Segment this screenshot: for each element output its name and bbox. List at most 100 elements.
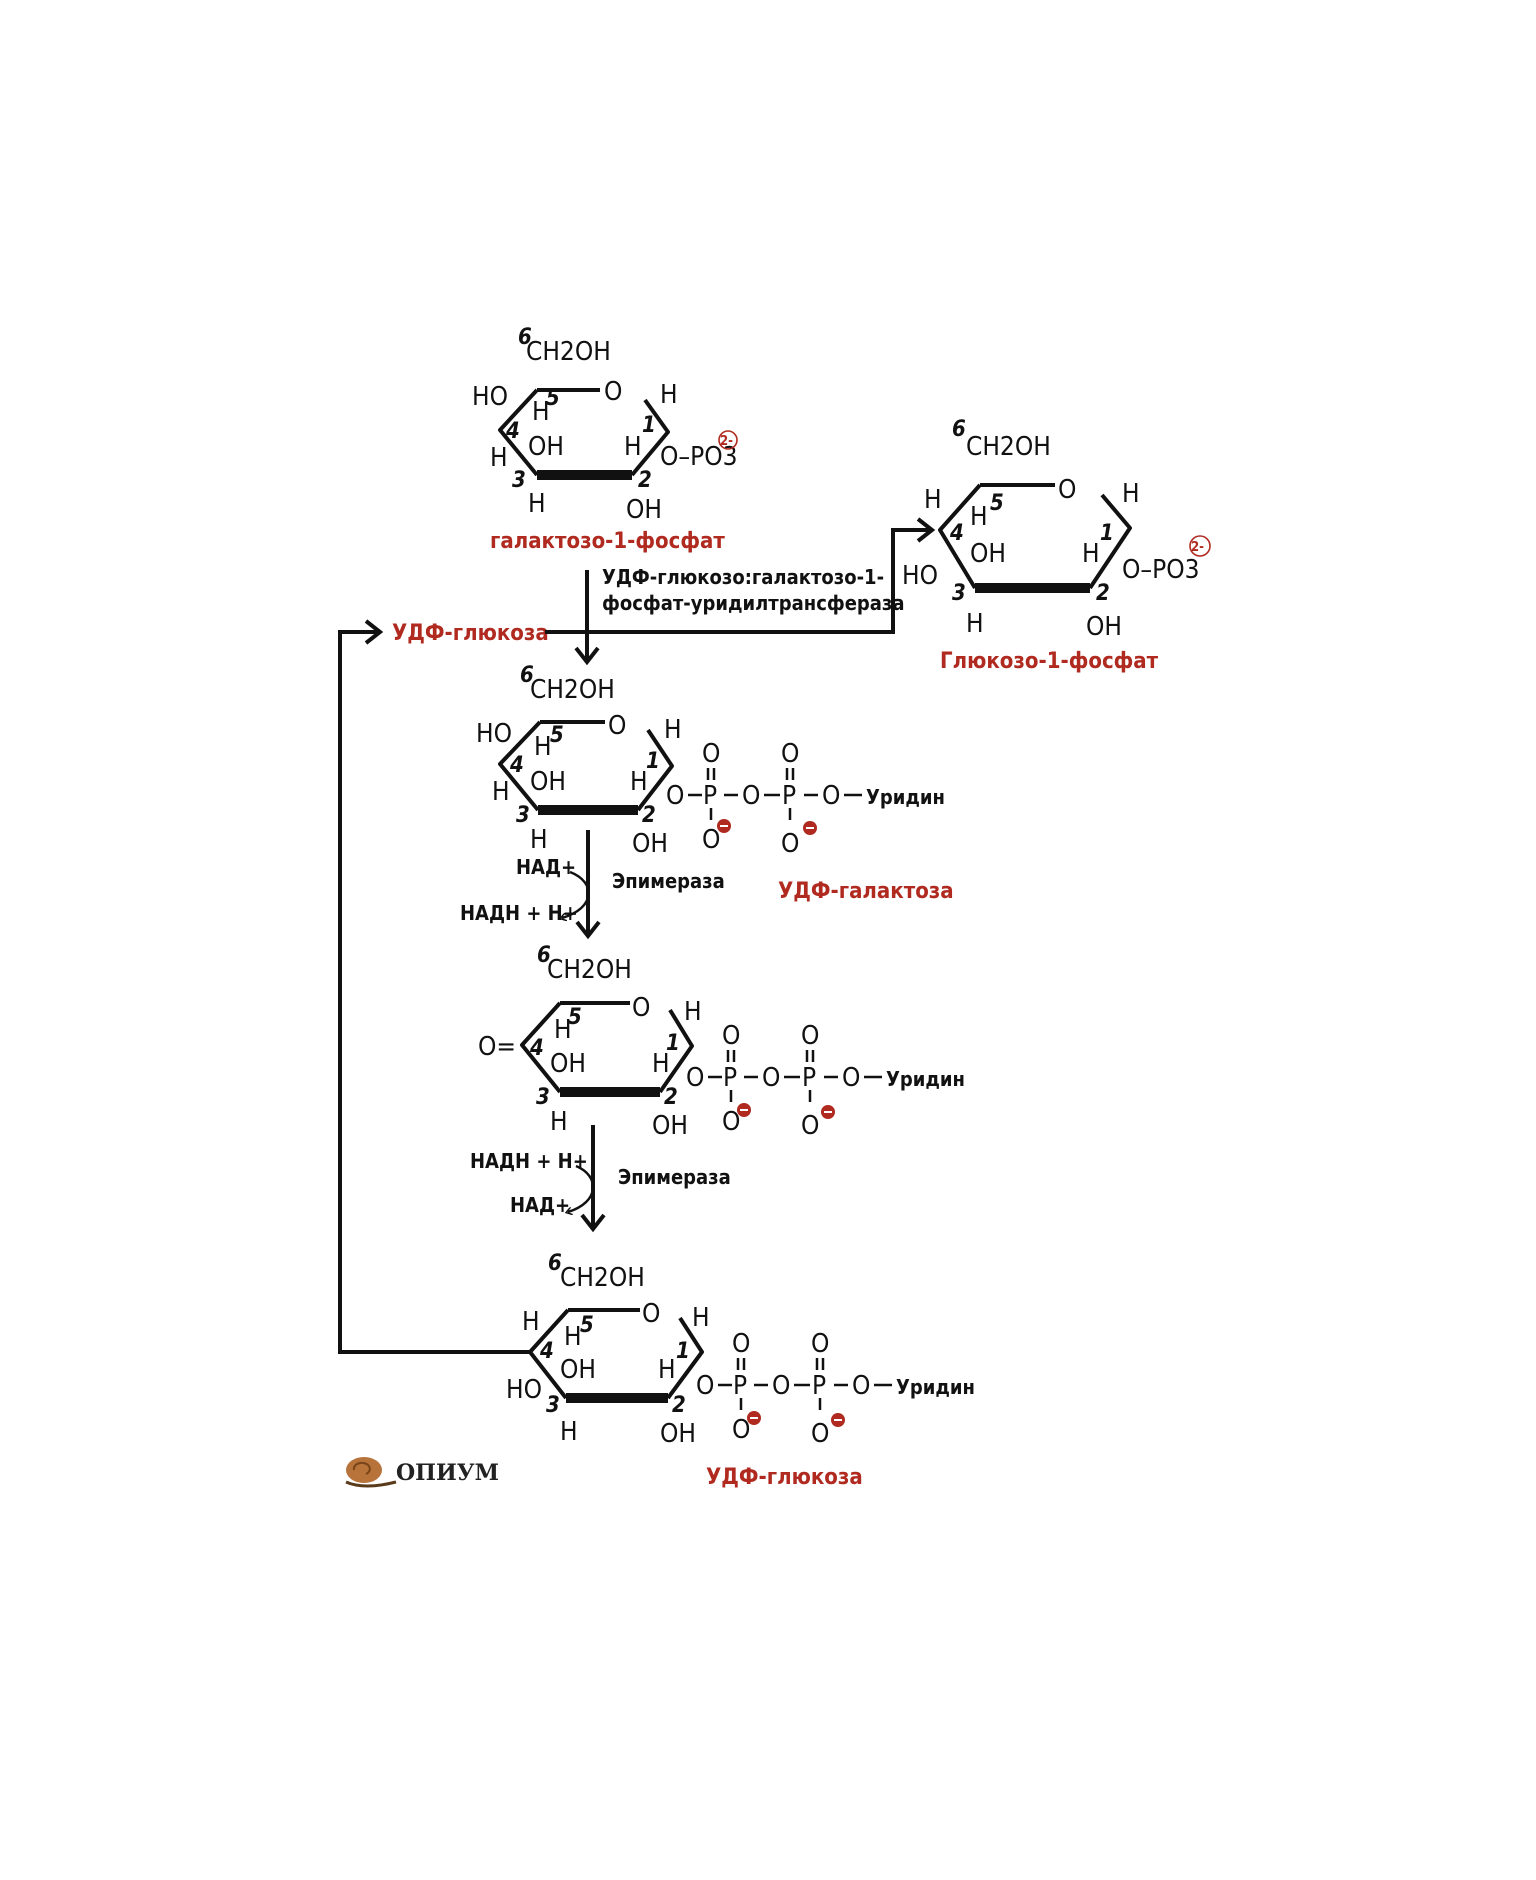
uridine-group: Уридин <box>886 1067 965 1091</box>
udp-galactose-label: УДФ-галактоза <box>778 879 954 904</box>
negative-charge-markers <box>717 819 845 1427</box>
c4-ho: HO <box>472 382 508 412</box>
snail-body <box>345 1480 397 1488</box>
c5-number: 5 <box>546 386 560 411</box>
uridine-group: Уридин <box>896 1375 975 1399</box>
c2-number: 2 <box>642 803 656 828</box>
ring-right-edge <box>1088 493 1132 590</box>
c4-number: 4 <box>505 419 520 444</box>
galactose-1-phosphate-label: галактозо-1-фосфат <box>490 529 725 554</box>
glycosidic-oxygen: O <box>666 781 684 811</box>
p2-oxygen-minus: O <box>801 1111 819 1141</box>
p1-double-oxygen: O <box>732 1329 750 1359</box>
c1-number: 1 <box>1100 521 1114 546</box>
udp-glucose-molecule: O 6 CH2OH H H 5 4 HO OH 3 H H 2 OH 1 H O… <box>506 1251 975 1490</box>
logo-text: ОПИУМ <box>396 1460 499 1486</box>
c5-number: 5 <box>568 1005 582 1030</box>
c2-number: 2 <box>638 468 652 493</box>
ring-oxygen: O <box>642 1299 660 1329</box>
c4-number: 4 <box>529 1036 544 1061</box>
c2-number: 2 <box>672 1393 686 1418</box>
epimerase-label-1: Эпимераза <box>612 869 725 893</box>
udp-glucose-label: УДФ-глюкоза <box>706 1465 863 1490</box>
arrowhead-1 <box>574 646 600 666</box>
ring-left-edge <box>528 1308 570 1400</box>
c3-h: H <box>966 609 984 639</box>
c5-h: H <box>564 1322 582 1352</box>
c2-h: H <box>624 432 642 462</box>
ring-left-edge <box>520 1001 562 1094</box>
udp-glucose-input-label: УДФ-глюкоза <box>392 621 549 646</box>
c5-h: H <box>554 1015 572 1045</box>
c2-h: H <box>1082 539 1100 569</box>
p2-double-oxygen: O <box>781 739 799 769</box>
opium-logo: ОПИУМ <box>345 1457 499 1488</box>
bridge-oxygen: O <box>772 1371 790 1401</box>
p1-oxygen-minus: O <box>722 1107 740 1137</box>
c3-oh: OH <box>970 539 1006 569</box>
phosphorus-1: P <box>703 781 717 811</box>
c3-number: 3 <box>516 803 530 828</box>
c4-number: 4 <box>509 753 524 778</box>
bridge-oxygen: O <box>762 1063 780 1093</box>
p1-double-oxygen: O <box>702 739 720 769</box>
c2-h: H <box>658 1355 676 1385</box>
nadh-out-label: НАДН + Н+ <box>460 901 578 925</box>
snail-spiral <box>352 1461 371 1475</box>
nadh-in-label: НАДН + Н+ <box>470 1149 588 1173</box>
c5-number: 5 <box>580 1313 594 1338</box>
ring-left-edge <box>498 388 539 477</box>
ring-right-edge <box>658 1008 694 1094</box>
c3-h: H <box>530 825 548 855</box>
cofactor-curve-2 <box>568 1164 595 1212</box>
c2-oh: OH <box>1086 612 1122 642</box>
ring-right-edge <box>636 728 674 812</box>
c5-h: H <box>532 397 550 427</box>
charge-circle <box>718 430 738 450</box>
phosphorus-2: P <box>782 781 796 811</box>
ring-oxygen: O <box>604 377 622 407</box>
charge-label: 2- <box>720 434 733 449</box>
c3-oh: OH <box>560 1355 596 1385</box>
ring-right-edge <box>666 1316 704 1400</box>
c5-number: 5 <box>550 723 564 748</box>
p1-oxygen-minus: O <box>702 825 720 855</box>
p1-double-oxygen: O <box>722 1021 740 1051</box>
ring-left-edge <box>498 720 542 812</box>
ch2oh-group: CH2OH <box>966 432 1051 462</box>
c3-oh: OH <box>528 432 564 462</box>
c3-number: 3 <box>546 1393 560 1418</box>
arrowhead-3 <box>580 1213 606 1233</box>
arrowhead-2 <box>575 920 601 940</box>
c2-number: 2 <box>664 1085 678 1110</box>
c6-number: 6 <box>520 663 534 688</box>
c2-oh: OH <box>652 1111 688 1141</box>
nad-out-label: НАД+ <box>510 1193 570 1217</box>
c1-h: H <box>692 1303 710 1333</box>
phosphorus-2: P <box>802 1063 816 1093</box>
c4-h: H <box>490 443 508 473</box>
c3-number: 3 <box>512 468 526 493</box>
c4-h: H <box>522 1307 540 1337</box>
arrowhead-glc1p <box>916 517 936 543</box>
bridge-oxygen: O <box>742 781 760 811</box>
keto-intermediate-molecule: O 6 CH2OH O= H 5 4 OH 3 H H 2 OH 1 H O P… <box>478 943 965 1141</box>
epimerase-label-2: Эпимераза <box>618 1165 731 1189</box>
c5-h: H <box>534 732 552 762</box>
galactose-1-phosphate-molecule: O 6 CH2OH HO H 5 4 H OH 3 H H 2 OH 1 H O… <box>472 325 738 554</box>
c3-h: H <box>560 1417 578 1447</box>
udp-galactose-molecule: O 6 CH2OH HO H 5 4 H OH 3 H H 2 OH 1 H O… <box>476 663 954 904</box>
recycle-loop-arrow <box>338 630 530 1354</box>
c3-number: 3 <box>536 1085 550 1110</box>
nad-in-label: НАД+ <box>516 855 576 879</box>
p2-double-oxygen: O <box>811 1329 829 1359</box>
c6-number: 6 <box>952 417 966 442</box>
udp-glucose-to-glc1p-arrow <box>545 528 930 634</box>
glucose-1-phosphate-molecule: O 6 CH2OH H H 5 4 HO OH 3 H H 2 OH 1 H O… <box>902 417 1211 674</box>
phosphorus-1: P <box>723 1063 737 1093</box>
ch2oh-group: CH2OH <box>560 1263 645 1293</box>
ring-oxygen: O <box>632 993 650 1023</box>
terminal-oxygen: O <box>822 781 840 811</box>
p1-oxygen-minus: O <box>732 1415 750 1445</box>
